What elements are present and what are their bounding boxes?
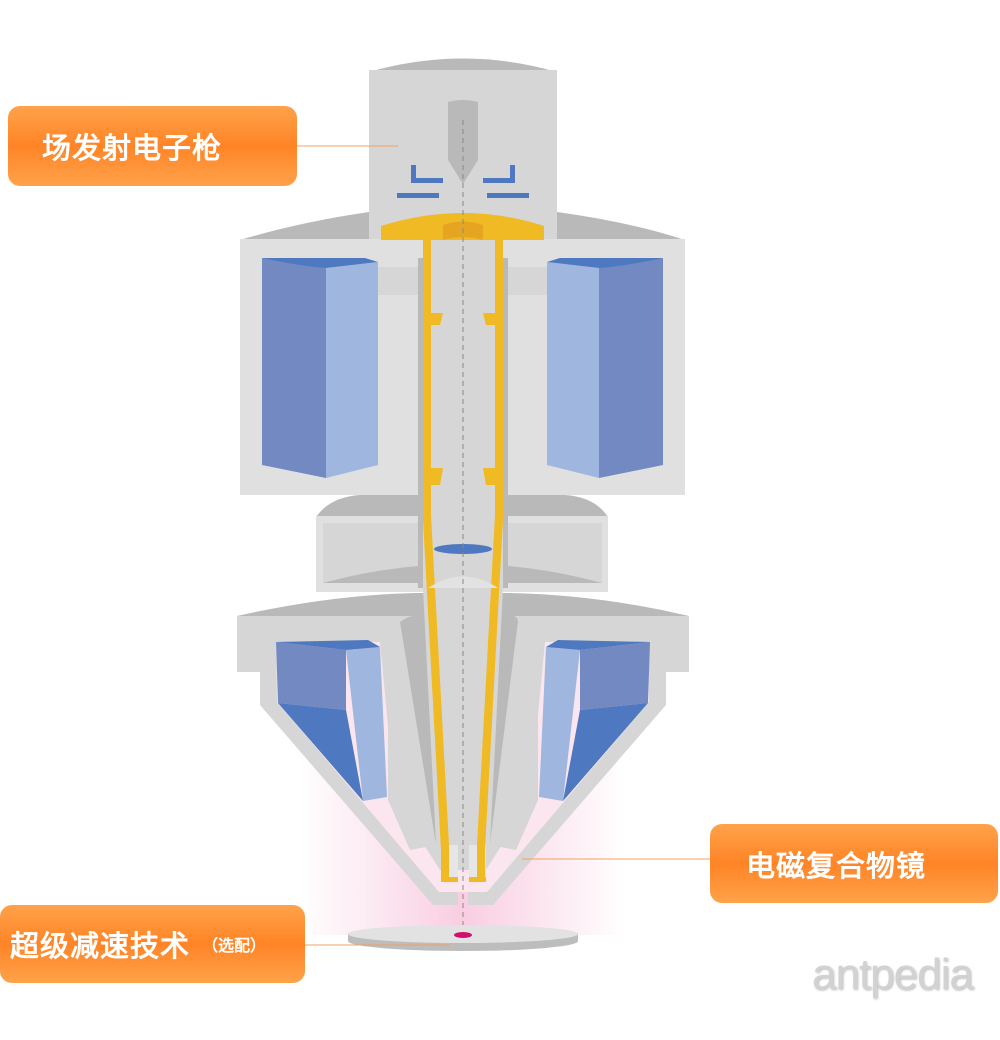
label-field-emission-gun: 场发射电子枪 bbox=[8, 106, 297, 186]
specimen-dot bbox=[454, 932, 472, 938]
aperture bbox=[434, 544, 492, 554]
label-note: （选配） bbox=[202, 936, 267, 955]
label-objective-lens: 电磁复合物镜 bbox=[710, 824, 998, 903]
label-text: 场发射电子枪 bbox=[42, 131, 223, 165]
wehnelt-left bbox=[411, 165, 443, 183]
label-text: 超级减速技术 bbox=[10, 929, 191, 963]
label-text: 电磁复合物镜 bbox=[746, 848, 927, 883]
watermark-logo: antpedia bbox=[812, 950, 974, 999]
label-deceleration: 超级减速技术 （选配） bbox=[0, 905, 305, 983]
wehnelt-right bbox=[483, 165, 515, 183]
specimen-stage bbox=[348, 925, 578, 951]
